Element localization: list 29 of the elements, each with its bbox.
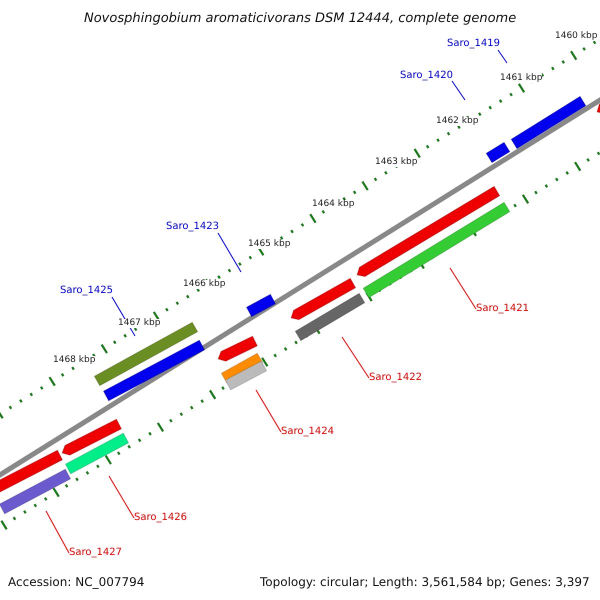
tick-label: 1463 kbp bbox=[375, 158, 418, 166]
leader-line bbox=[256, 390, 282, 432]
leader-line bbox=[108, 476, 134, 518]
tick-label: 1468 kbp bbox=[53, 356, 96, 364]
title: Novosphingobium aromaticivorans DSM 12444, complete genome bbox=[84, 12, 516, 24]
gene-label: Saro_1423 bbox=[166, 222, 219, 232]
gene-label: Saro_1425 bbox=[60, 286, 113, 296]
leader-line bbox=[450, 268, 476, 310]
gene-label: Saro_1422 bbox=[369, 373, 422, 383]
gene-label: Saro_1420 bbox=[400, 71, 453, 81]
gene-label: Saro_1419 bbox=[447, 39, 500, 49]
gene-label: Saro_1426 bbox=[134, 513, 187, 523]
tick-label: 1465 kbp bbox=[248, 240, 290, 248]
tick-label: 1460 kbp bbox=[555, 32, 598, 40]
accession-text: Accession: NC_007794 bbox=[8, 576, 144, 588]
gene-label: Saro_1427 bbox=[69, 548, 122, 558]
tick-label: 1462 kbp bbox=[436, 116, 478, 126]
gene-label: Saro_1421 bbox=[476, 304, 529, 314]
gene-label: Saro_1424 bbox=[281, 427, 334, 437]
genome-info-text: Topology: circular; Length: 3,561,584 bp; Genes: 3,397 bbox=[260, 576, 590, 588]
tick-label: 1466 kbp bbox=[183, 280, 226, 288]
tick-label: 1467 kbp bbox=[118, 318, 160, 328]
leader-line bbox=[342, 336, 370, 378]
tick-label: 1461 kbp bbox=[500, 74, 542, 82]
leader-line bbox=[46, 510, 70, 554]
leader-line bbox=[452, 80, 466, 100]
leader-line bbox=[498, 50, 508, 64]
tick-label: 1464 kbp bbox=[312, 200, 354, 208]
leader-line bbox=[218, 232, 242, 272]
